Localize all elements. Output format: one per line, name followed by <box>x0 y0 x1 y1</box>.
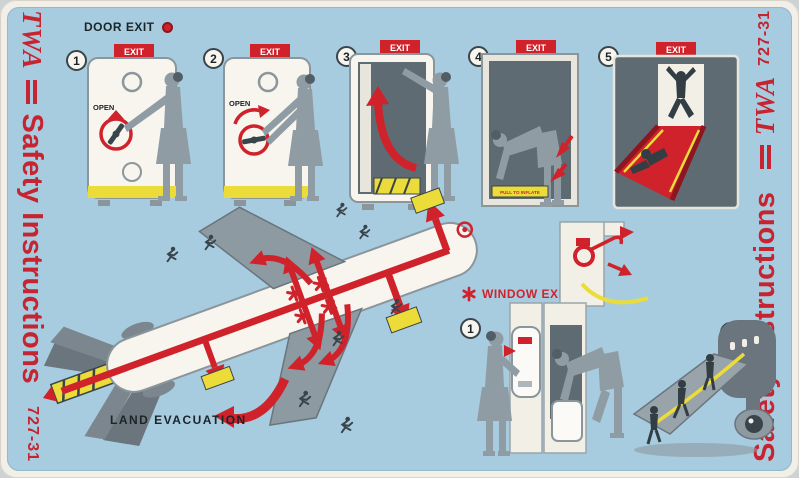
passenger-figure-bending <box>491 126 564 207</box>
red-dot-icon <box>161 21 173 33</box>
window-exit-heading: WINDOW EXIT <box>462 286 571 302</box>
exit-sign-text: EXIT <box>390 43 411 53</box>
exit-sign-text: EXIT <box>260 47 281 57</box>
door-exit-step-2-panel: EXIT OPEN <box>223 44 323 206</box>
window-hatch <box>511 326 541 398</box>
inflate-handle-placard: PULL TO INFLATE <box>491 185 549 198</box>
tail-engine <box>121 321 154 340</box>
exit-sign-text: EXIT <box>666 45 687 55</box>
cabin-windows <box>730 336 759 350</box>
lower-fitting <box>122 162 142 182</box>
evacuee-on-wing <box>702 354 716 391</box>
door-caster <box>150 200 162 206</box>
passenger-figure <box>477 331 520 456</box>
rope-coil <box>573 245 595 267</box>
door-escape-slides <box>200 187 446 391</box>
twa-logo-bars-right <box>757 145 774 170</box>
aircraft-evacuation-diagram <box>42 187 478 447</box>
red-asterisk-icon <box>462 286 476 302</box>
window-exit-step-1-panel <box>477 302 543 456</box>
hatch-latch <box>518 337 532 344</box>
door-handle <box>99 110 133 151</box>
door-exit-step-1-panel: EXIT OPEN <box>87 44 191 206</box>
rope-hook <box>589 235 624 252</box>
door-exit-step-5-panel: EXIT <box>612 42 740 210</box>
exit-sign-text: EXIT <box>124 47 145 57</box>
arrow-stem <box>607 262 623 272</box>
aircraft-model-right: 727-31 <box>756 10 773 66</box>
evacuee-stepping-off <box>672 380 690 419</box>
window-exit-step-3-panel <box>632 320 776 457</box>
evacuee-on-ground <box>646 406 662 445</box>
twa-logo-bars-left <box>24 79 41 104</box>
door-window <box>121 71 143 93</box>
door-window <box>257 71 279 93</box>
exit-sign-text: EXIT <box>526 43 547 53</box>
tail-engine <box>142 380 175 398</box>
pull-to-inflate-text: PULL TO INFLATE <box>500 190 540 195</box>
window-exit-step-2-panel <box>543 302 624 454</box>
arrow-down-right <box>618 264 632 276</box>
escape-rope-detail <box>559 221 649 307</box>
open-label: OPEN <box>93 103 114 112</box>
twa-logo-left: TWA <box>17 10 48 70</box>
passenger-figure <box>262 74 323 201</box>
overwing-exit-asterisks <box>286 276 338 325</box>
aircraft-model-left: 727-31 <box>24 406 41 462</box>
engine-inlet <box>745 415 763 433</box>
twa-logo-right: TWA <box>749 75 780 136</box>
exit-sign <box>380 40 420 54</box>
door-sill <box>88 186 176 198</box>
jumping-figure <box>666 66 696 119</box>
hatch-grip <box>518 381 532 387</box>
door-exit-step-3-panel: EXIT <box>349 40 459 210</box>
sliding-figure <box>630 148 668 174</box>
window-exit-label: WINDOW EXIT <box>482 287 571 301</box>
forward-door-marker <box>456 221 474 238</box>
tailcone-evacuation-arrow <box>214 377 290 428</box>
door-caster <box>234 200 246 206</box>
card-title-left: Safety Instructions <box>16 113 49 385</box>
door-exit-step-1-badge: 1 <box>66 50 87 71</box>
door-sill <box>224 186 310 198</box>
door-swing-arrow <box>366 86 418 172</box>
aisle-evacuation-path <box>60 200 451 395</box>
door-exit-heading: DOOR EXIT <box>84 20 173 34</box>
escape-rope <box>653 352 746 426</box>
ground-shadow <box>634 443 758 457</box>
exit-sign <box>114 44 154 58</box>
door-edge <box>360 64 371 192</box>
yellow-rope <box>580 282 649 305</box>
exit-sign <box>250 44 290 58</box>
open-label: OPEN <box>229 99 250 108</box>
passenger-figure <box>402 68 459 201</box>
door-exit-step-2-badge: 2 <box>203 48 224 69</box>
removed-hatch <box>551 400 583 442</box>
door-caster <box>362 204 374 210</box>
engine-spinner <box>748 418 754 424</box>
window-exit-step-1-badge: 1 <box>460 318 481 339</box>
door-caster <box>98 200 110 206</box>
door-caster <box>284 200 296 206</box>
slide-pack <box>373 177 421 195</box>
exit-sign <box>656 42 696 56</box>
engine-pylon <box>746 396 760 412</box>
land-evacuation-caption: LAND EVACUATION <box>110 413 247 427</box>
arrow-right <box>620 226 634 240</box>
pull-arrows <box>550 134 574 182</box>
passenger-figure <box>124 72 191 201</box>
rope-bracket <box>576 238 590 246</box>
passenger-figure-climbing <box>552 347 624 438</box>
rotate-arrow <box>233 105 270 125</box>
door-exit-label: DOOR EXIT <box>84 20 155 34</box>
exit-sign <box>516 40 556 54</box>
door-exit-step-4-panel: EXIT PULL TO INFLATE <box>481 40 579 207</box>
pull-arrow <box>504 345 516 357</box>
